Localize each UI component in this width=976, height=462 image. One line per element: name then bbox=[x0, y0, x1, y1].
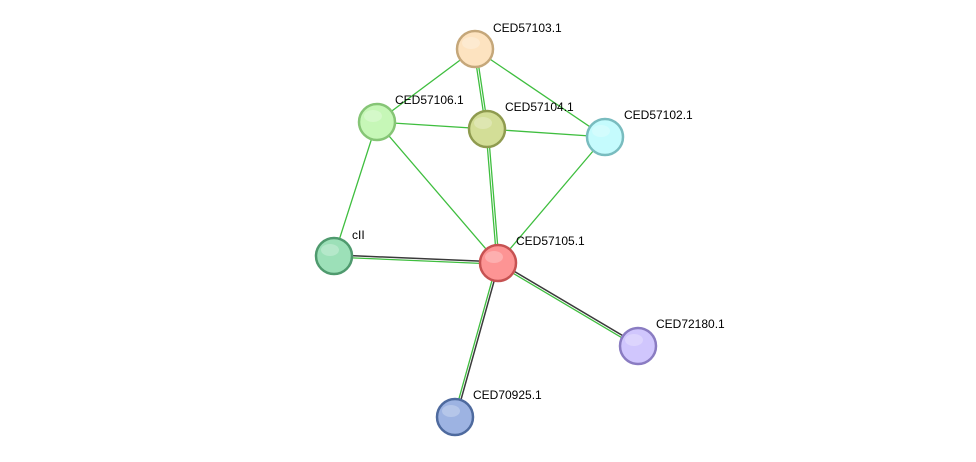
edge-ced57106-1-cii bbox=[333, 121, 378, 257]
edge-line bbox=[333, 256, 499, 265]
edge-line bbox=[486, 128, 606, 138]
node-label: CED57106.1 bbox=[395, 93, 464, 107]
node-circle[interactable] bbox=[435, 397, 475, 437]
node-label: cII bbox=[352, 228, 365, 242]
node-ced57102-1[interactable]: CED57102.1 bbox=[585, 108, 693, 157]
edge-ced57104-1-ced57105-1 bbox=[485, 128, 500, 264]
node-label: CED57104.1 bbox=[505, 100, 574, 114]
node-ced57104-1[interactable]: CED57104.1 bbox=[467, 100, 574, 149]
edge-ced57104-1-ced57102-1 bbox=[486, 128, 606, 138]
edge-line bbox=[376, 48, 476, 123]
edge-line bbox=[487, 128, 500, 264]
node-highlight bbox=[321, 244, 339, 256]
node-label: CED57105.1 bbox=[516, 234, 585, 248]
node-circle[interactable] bbox=[618, 326, 658, 366]
node-label: CED57102.1 bbox=[624, 108, 693, 122]
edge-ced57105-1-ced72180-1 bbox=[496, 261, 640, 348]
edge-ced57103-1-ced57106-1 bbox=[376, 48, 476, 123]
node-highlight bbox=[625, 334, 643, 346]
node-ced57105-1[interactable]: CED57105.1 bbox=[478, 234, 585, 283]
node-highlight bbox=[592, 125, 610, 137]
node-circle[interactable] bbox=[314, 236, 354, 276]
edge-ced57106-1-ced57105-1 bbox=[376, 121, 499, 264]
edge-line bbox=[497, 136, 606, 264]
edges-layer bbox=[333, 48, 640, 419]
node-circle[interactable] bbox=[478, 243, 518, 283]
node-ced70925-1[interactable]: CED70925.1 bbox=[435, 388, 542, 437]
node-circle[interactable] bbox=[467, 109, 507, 149]
edge-line bbox=[453, 262, 498, 418]
edge-ced57103-1-ced57102-1 bbox=[474, 48, 606, 138]
node-highlight bbox=[462, 37, 480, 49]
edge-ced57102-1-ced57105-1 bbox=[497, 136, 606, 264]
edge-ced57105-1-ced70925-1 bbox=[453, 262, 500, 419]
edge-line bbox=[376, 121, 499, 264]
node-label: CED57103.1 bbox=[493, 21, 562, 35]
edge-line bbox=[485, 128, 498, 264]
node-label: CED70925.1 bbox=[473, 388, 542, 402]
node-highlight bbox=[442, 405, 460, 417]
edge-line bbox=[497, 261, 640, 346]
node-cii[interactable]: cII bbox=[314, 228, 365, 276]
edge-cii-ced57105-1 bbox=[333, 254, 499, 265]
node-label: CED72180.1 bbox=[656, 317, 725, 331]
edge-line bbox=[474, 48, 606, 138]
edge-line bbox=[333, 121, 378, 257]
edge-line bbox=[333, 254, 499, 263]
edge-line bbox=[496, 263, 639, 348]
node-circle[interactable] bbox=[357, 102, 397, 142]
node-highlight bbox=[364, 110, 382, 122]
node-ced57103-1[interactable]: CED57103.1 bbox=[455, 21, 562, 69]
node-ced72180-1[interactable]: CED72180.1 bbox=[618, 317, 725, 366]
node-circle[interactable] bbox=[585, 117, 625, 157]
node-highlight bbox=[485, 251, 503, 263]
node-highlight bbox=[474, 117, 492, 129]
edge-line bbox=[455, 262, 500, 419]
node-ced57106-1[interactable]: CED57106.1 bbox=[357, 93, 464, 142]
node-circle[interactable] bbox=[455, 29, 495, 69]
